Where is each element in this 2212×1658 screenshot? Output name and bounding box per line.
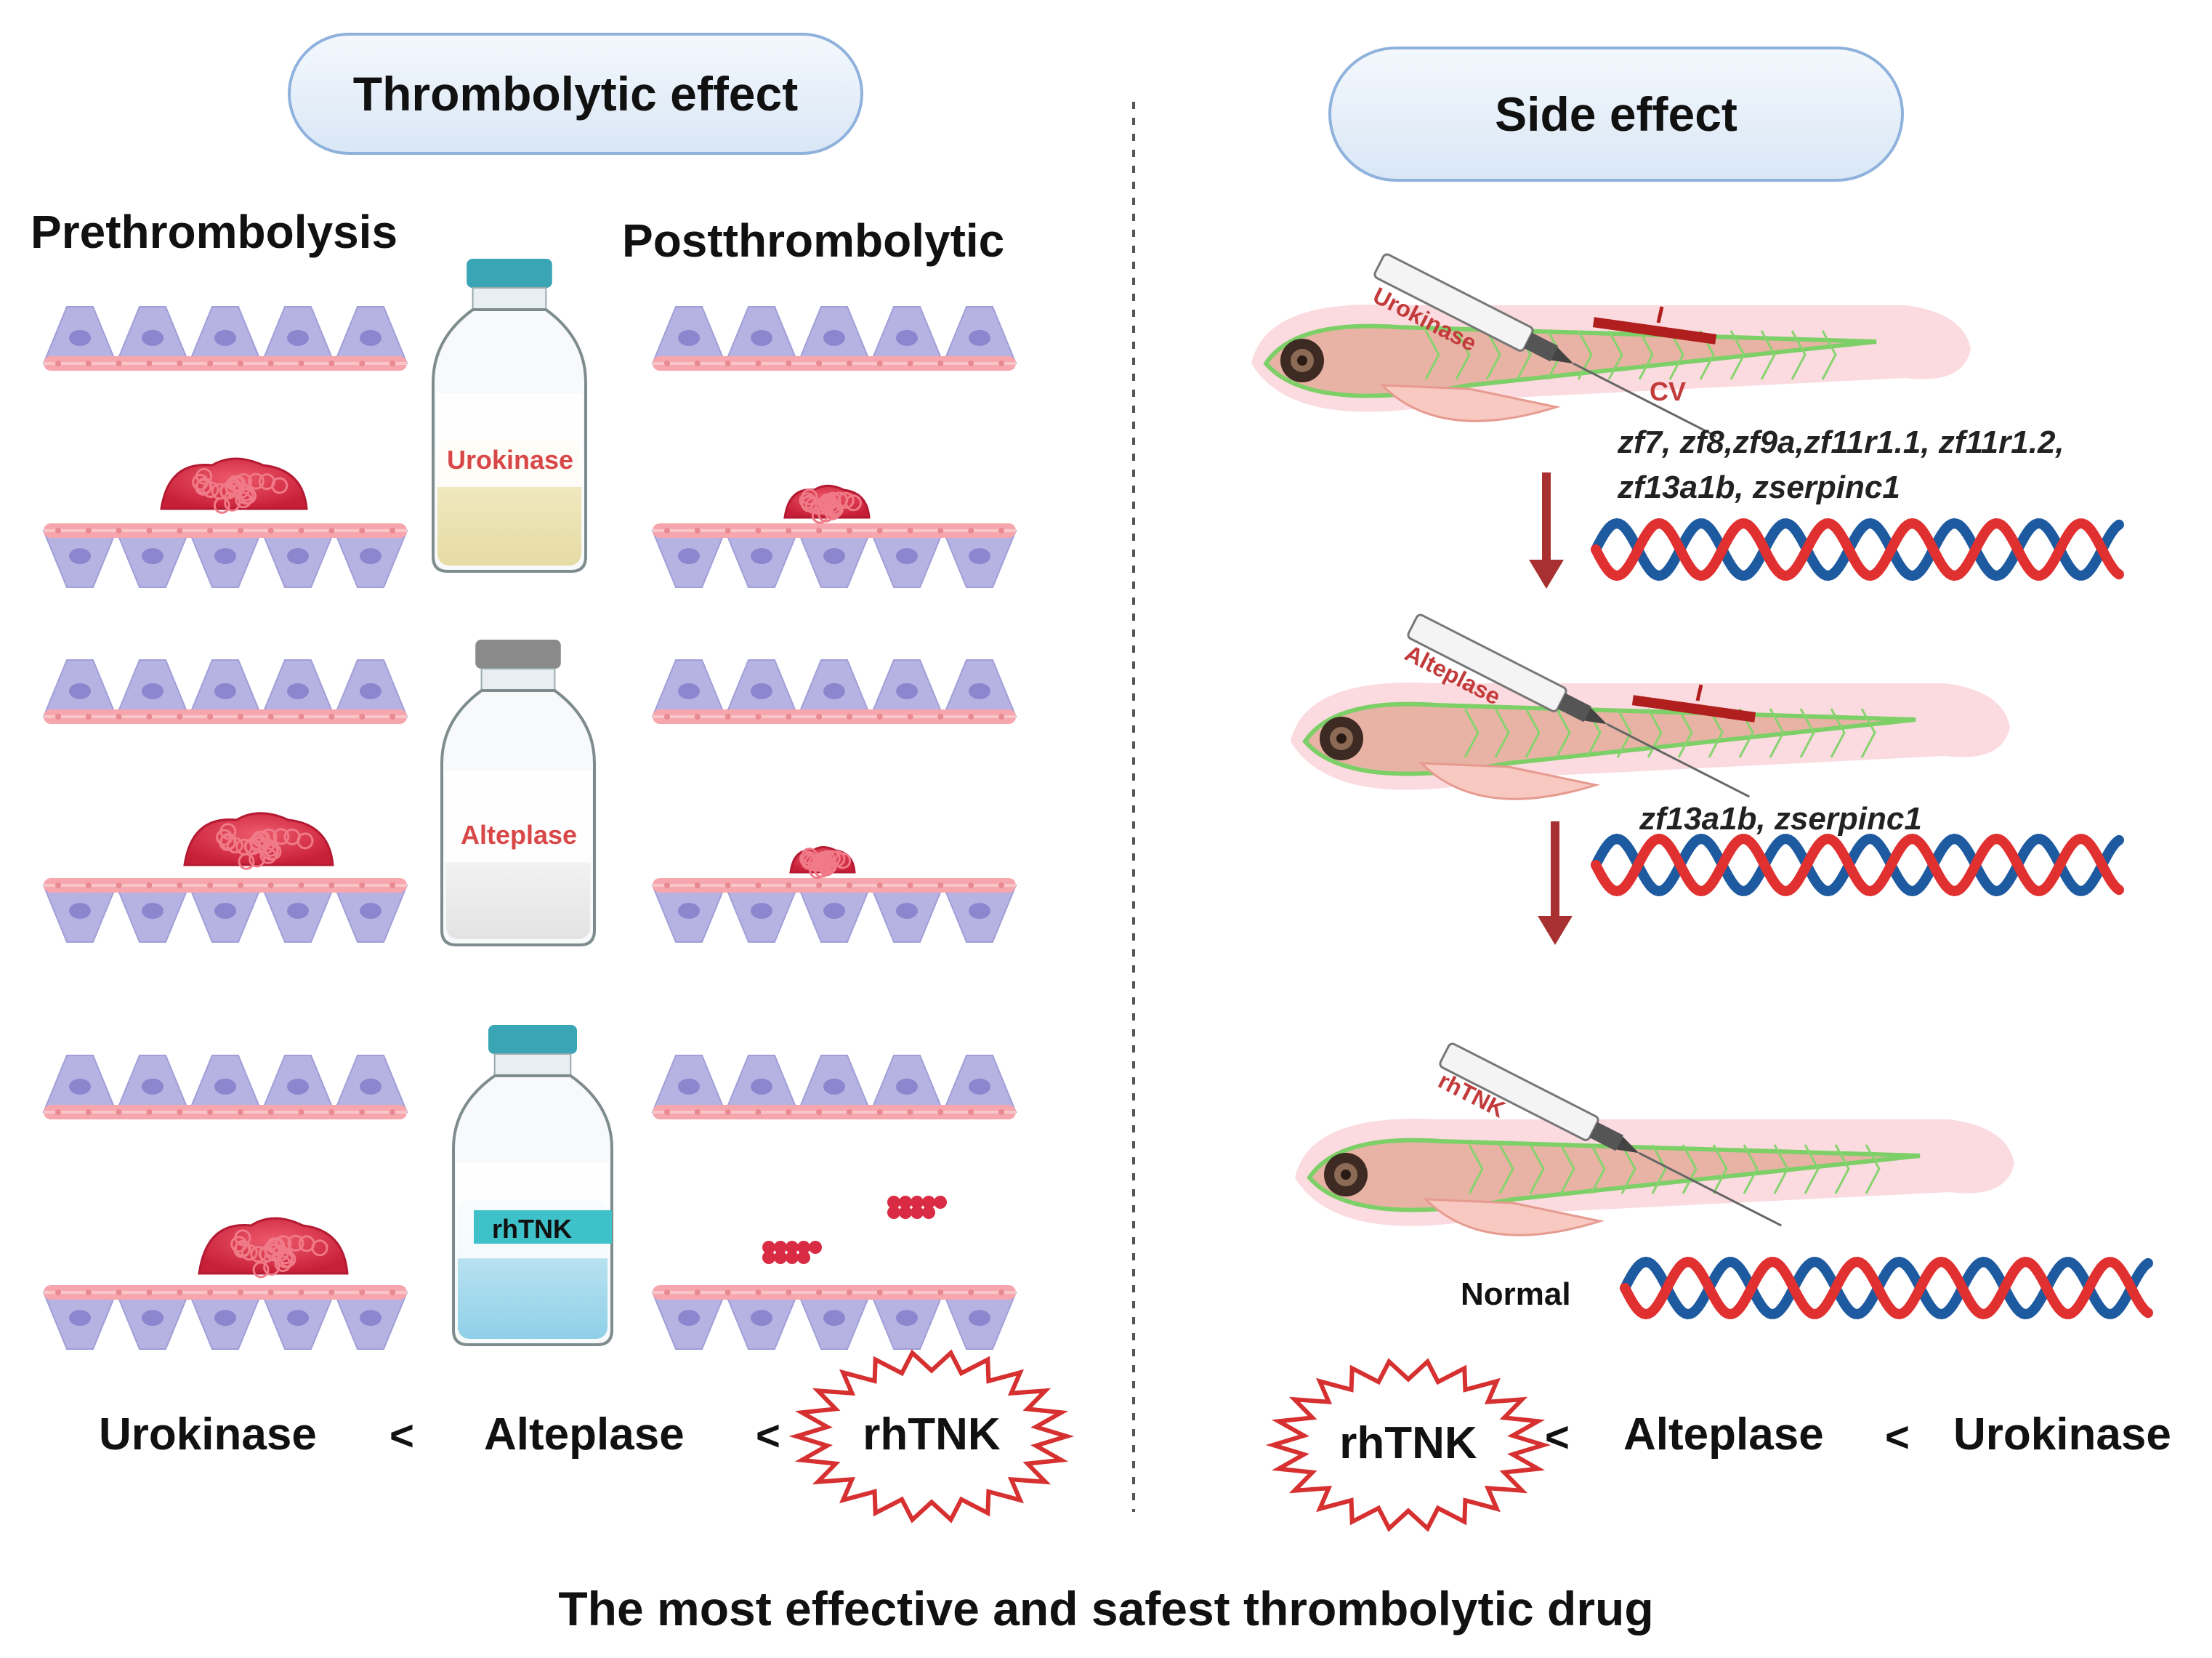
- pre-clot-urokinase: [160, 457, 308, 514]
- arrow-2: [1538, 821, 1573, 945]
- post-upper-wall-urokinase: [651, 306, 1017, 371]
- arrow-1: [1529, 472, 1564, 589]
- post-lower-wall-alteplase: [651, 878, 1017, 943]
- pre-lower-wall-urokinase: [42, 523, 408, 588]
- zebrafish-rhtnk: [1295, 1119, 2014, 1236]
- genes-urokinase-line1: zf7, zf8,zf9a,zf11r1.1, zf11r1.2,: [1618, 424, 2064, 460]
- post-lower-wall-urokinase: [651, 523, 1017, 588]
- dna-urokinase: [1591, 518, 2124, 581]
- pre-upper-wall-alteplase: [42, 659, 408, 724]
- pre-lower-wall-rhtnk: [42, 1285, 408, 1350]
- left-rhtnk-starburst: [788, 1349, 1075, 1524]
- urokinase-vial-label: Urokinase: [446, 445, 574, 475]
- left-rank-urokinase: Urokinase: [99, 1409, 317, 1460]
- starburst-badges: [788, 1349, 1551, 1532]
- down-arrows: [1529, 472, 1573, 945]
- right-rank-rhtnk: rhTNK: [1339, 1418, 1477, 1468]
- urokinase-vial: [432, 259, 587, 573]
- post-upper-wall-rhtnk: [651, 1055, 1017, 1119]
- left-less-than-1: <: [389, 1412, 414, 1460]
- post-lower-wall-rhtnk: [651, 1285, 1017, 1350]
- genes-alteplase: zf13a1b, zserpinc1: [1639, 801, 1922, 837]
- pre-upper-wall-urokinase: [42, 306, 408, 371]
- urokinase-syringe: [1373, 253, 1717, 438]
- pre-clot-alteplase: [183, 812, 334, 870]
- left-less-than-2: <: [756, 1412, 780, 1460]
- right-less-than-2: <: [1885, 1414, 1910, 1461]
- right-rank-urokinase: Urokinase: [1953, 1409, 2171, 1460]
- clot-fragment-1: [762, 1241, 822, 1264]
- cv-label: CV: [1650, 377, 1687, 406]
- rhtnk-label-band: [474, 1210, 612, 1244]
- alteplase-syringe: [1407, 613, 1751, 798]
- pre-clot-rhtnk: [198, 1217, 349, 1279]
- zebrafish-urokinase: [1251, 305, 1971, 422]
- side-effect-title: Side effect: [1328, 47, 1904, 182]
- normal-label: Normal: [1461, 1276, 1571, 1312]
- vessel-illustrations: [42, 306, 1017, 1350]
- right-less-than-1: <: [1545, 1414, 1570, 1461]
- pre-upper-wall-rhtnk: [42, 1055, 408, 1119]
- post-clot-alteplase: [789, 846, 856, 880]
- prethrombolysis-header: Prethrombolysis: [31, 206, 398, 258]
- right-rhtnk-starburst: [1265, 1358, 1551, 1532]
- dna-normal: [1620, 1256, 2153, 1320]
- clot-fragment-2: [887, 1196, 947, 1219]
- zebrafish-alteplase: [1291, 683, 2010, 800]
- post-upper-wall-alteplase: [651, 659, 1017, 724]
- post-clot-urokinase: [783, 484, 871, 524]
- right-rank-alteplase: Alteplase: [1623, 1409, 1824, 1460]
- dna-alteplase: [1591, 833, 2124, 897]
- rhtnk-syringe: [1439, 1042, 1783, 1227]
- pre-lower-wall-alteplase: [42, 878, 408, 943]
- left-rank-rhtnk: rhTNK: [863, 1409, 1001, 1460]
- drug-vials: [432, 259, 613, 1346]
- alteplase-vial: [440, 640, 596, 946]
- rhtnk-vial: [452, 1025, 613, 1346]
- rhtnk-vial-label: rhTNK: [492, 1214, 572, 1244]
- dna-helices: [1591, 518, 2153, 1320]
- conclusion-footer: The most effective and safest thrombolyt…: [558, 1582, 1654, 1635]
- postthrombolytic-header: Postthrombolytic: [622, 214, 1005, 267]
- left-rank-alteplase: Alteplase: [484, 1409, 685, 1460]
- genes-urokinase-line2: zf13a1b, zserpinc1: [1618, 470, 1900, 505]
- alteplase-vial-label: Alteplase: [460, 820, 578, 850]
- thrombolytic-effect-title: Thrombolytic effect: [288, 33, 863, 155]
- zebrafish-illustrations: [1251, 253, 2014, 1236]
